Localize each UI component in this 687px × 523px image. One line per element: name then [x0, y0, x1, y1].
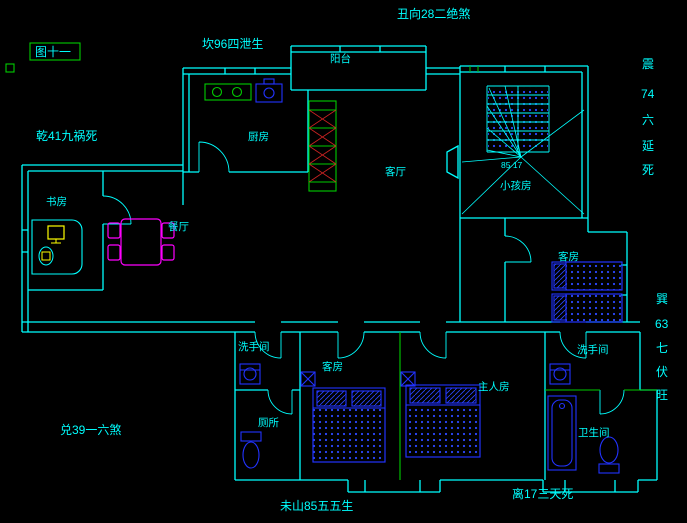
- kitchen-stove: [204, 83, 252, 101]
- title-highlight-box: [29, 42, 81, 61]
- guest-bottom-bed: [312, 387, 386, 463]
- stairs: [461, 66, 585, 215]
- room-label-living: 客厅: [385, 165, 406, 178]
- dining-chair: [107, 244, 121, 261]
- washroom-right-door: [559, 331, 587, 359]
- toilet-door: [267, 389, 293, 415]
- monitor-stand: [51, 239, 61, 244]
- main-horizontal-wall: [22, 321, 640, 333]
- compass-top-label: 丑向28二绝煞: [397, 6, 470, 21]
- guest-right-walls: [504, 218, 628, 322]
- room-label-kitchen: 厨房: [248, 130, 269, 143]
- toilet-fixture: [240, 431, 262, 469]
- room-label-bathroom: 卫生间: [578, 426, 610, 439]
- sofa: [308, 100, 337, 192]
- dining-table: [120, 218, 162, 266]
- room-label-toilet: 厕所: [258, 417, 279, 429]
- room-label-study: 书房: [46, 195, 67, 208]
- dining-chair: [107, 222, 121, 239]
- balcony-walls: [290, 45, 427, 91]
- green-layer: [5, 42, 657, 480]
- compass-xun-char: 63: [655, 317, 669, 331]
- door-symbol: [446, 144, 459, 180]
- dining-chair: [161, 244, 175, 261]
- bathroom-toilet-fixture: [598, 436, 620, 474]
- room-label-master: 主人房: [478, 380, 510, 393]
- compass-dui-label: 兑39一六煞: [60, 423, 121, 437]
- labels-layer: 图十一 丑向28二绝煞 坎96四泄生 乾41九祸死 兑39一六煞 未山85五五生…: [35, 6, 669, 513]
- washbasin-right: [549, 363, 571, 385]
- kitchen-walls: [182, 68, 309, 173]
- figure-title: 图十一: [35, 45, 71, 59]
- room-label-balcony: 阳台: [330, 52, 351, 65]
- chair-cushion: [41, 251, 51, 261]
- room-label-guest-bottom: 客房: [322, 360, 343, 373]
- room-label-kids: 小孩房: [500, 179, 532, 192]
- left-wing-walls: [21, 164, 184, 332]
- bottom-outer-wall: [235, 479, 657, 493]
- compass-xun-char: 七: [656, 341, 668, 355]
- green-partition-walls: [399, 332, 657, 480]
- compass-xun-char: 旺: [656, 388, 668, 402]
- room-label-guest-right: 客房: [558, 250, 579, 263]
- compass-wei-label: 未山85五五生: [280, 499, 353, 513]
- kitchen-door: [198, 141, 230, 173]
- study-desk: [31, 219, 83, 275]
- guest-right-bed-1: [551, 261, 623, 291]
- guest-bottom-door: [337, 331, 365, 359]
- room-label-washroom-left: 洗手间: [238, 340, 270, 353]
- compass-zhen-char: 延: [642, 139, 654, 153]
- compass-qian-label: 乾41九祸死: [36, 128, 97, 143]
- compass-zhen-char: 死: [642, 163, 654, 177]
- master-door: [419, 331, 447, 359]
- computer-monitor: [47, 225, 65, 240]
- kitchen-sink: [255, 78, 283, 103]
- compass-zhen-char: 震: [642, 57, 654, 71]
- washroom-left-door: [254, 331, 282, 359]
- dining-set: [107, 218, 175, 266]
- compass-zhen-char: 74: [641, 87, 655, 101]
- desk-outline: [31, 219, 83, 275]
- bathroom-door: [599, 389, 625, 415]
- window-ticks: [22, 46, 627, 492]
- walls-layer: [21, 45, 658, 493]
- room-label-washroom-right: 洗手间: [577, 343, 609, 356]
- compass-kan-label: 坎96四泄生: [202, 37, 263, 51]
- guest-right-door: [504, 235, 532, 263]
- stairs-window-ticks: [469, 66, 479, 72]
- stairblock-walls: [459, 65, 589, 219]
- nightstand-master: [400, 371, 416, 387]
- top-walls: [183, 67, 460, 75]
- study-door: [102, 195, 132, 225]
- stair-numbers: 85 17: [501, 160, 523, 170]
- guest-right-bed-2: [551, 293, 623, 323]
- bathtub: [547, 395, 577, 471]
- corner-marker: [5, 63, 15, 73]
- compass-li-label: 离17三天死: [512, 486, 573, 501]
- master-bed: [405, 384, 481, 458]
- stairs-fan-lines: [461, 85, 585, 215]
- furniture-layer: [239, 78, 623, 474]
- doors-layer: [102, 141, 625, 415]
- compass-xun-char: 巽: [656, 292, 668, 306]
- desk-chair: [38, 246, 54, 266]
- compass-xun-char: 伏: [656, 365, 668, 379]
- room-label-dining: 餐厅: [168, 220, 189, 233]
- compass-zhen-char: 六: [642, 113, 654, 127]
- washbasin-left: [239, 363, 261, 385]
- nightstand-guest: [300, 371, 316, 387]
- dining-chair: [161, 222, 175, 239]
